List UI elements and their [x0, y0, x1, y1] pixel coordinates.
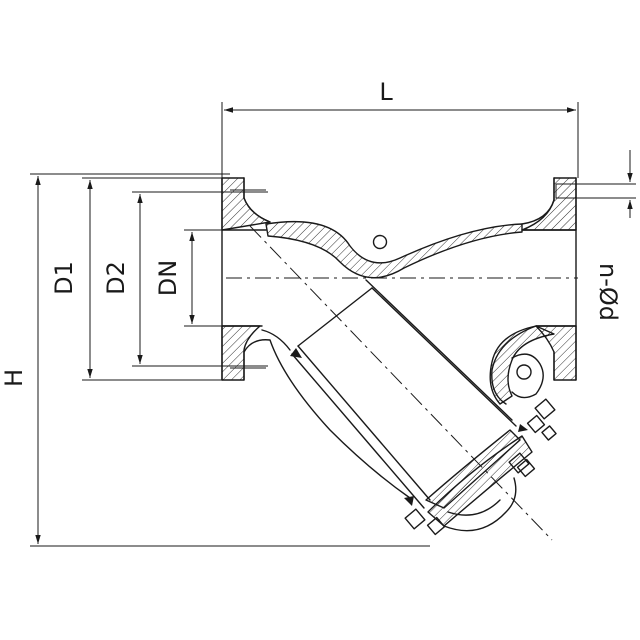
dimension-l: L [221, 78, 579, 178]
label-d2: D2 [102, 261, 130, 295]
label-l: L [379, 78, 393, 106]
label-dn: DN [154, 260, 182, 296]
bolt-hole-marks [555, 183, 577, 199]
dimension-d1: D1 [50, 177, 228, 381]
label-h: H [0, 369, 28, 387]
valve-body [221, 197, 578, 327]
left-flange [221, 177, 271, 381]
right-flange [521, 177, 577, 381]
label-bolt-holes: n-Ød [594, 263, 622, 321]
dimension-d2: D2 [102, 191, 268, 367]
strainer-branch [243, 225, 557, 541]
dimension-h: H [0, 173, 430, 547]
dimension-dn: DN [154, 229, 222, 327]
label-d1: D1 [50, 261, 78, 295]
dimension-bolt-holes: n-Ød [576, 150, 636, 321]
